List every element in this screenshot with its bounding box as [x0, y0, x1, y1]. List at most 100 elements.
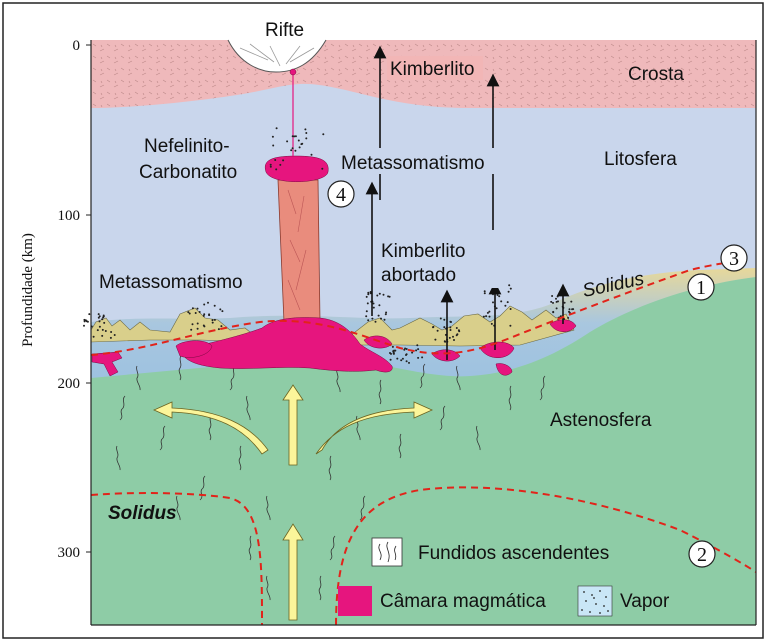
metasomatism-center-label: Metassomatismo [341, 153, 485, 174]
vapor-dot [402, 358, 404, 360]
vapor-dot [569, 308, 571, 310]
vapor-dot [510, 288, 512, 290]
vapor-dot [508, 291, 510, 293]
vapor-dot [102, 329, 104, 331]
vapor-dot [567, 317, 569, 319]
crust-label: Crosta [628, 64, 684, 85]
vapor-dot [311, 154, 313, 156]
tick-100: 100 [58, 208, 81, 224]
svg-text:3: 3 [729, 248, 739, 270]
vapor-dot [292, 147, 294, 149]
vapor-dot [102, 316, 104, 318]
vapor-dot [570, 301, 572, 303]
vapor-dot [367, 302, 369, 304]
vapor-dot [484, 292, 486, 294]
vapor-dot [276, 127, 278, 129]
vapor-dot [301, 143, 303, 145]
vapor-dot [286, 140, 288, 142]
vapor-dot [103, 322, 105, 324]
vapor-dot [417, 348, 419, 350]
legend-chamber-swatch [338, 586, 372, 616]
vapor-dot [101, 318, 103, 320]
vapor-dot [385, 313, 387, 315]
vapor-dot [279, 164, 281, 166]
legend-vapor-swatch [578, 586, 612, 616]
vapor-dot [294, 150, 296, 152]
vapor-dot [416, 344, 418, 346]
vapor-dot [393, 352, 395, 354]
vapor-dot [400, 359, 402, 361]
svg-text:1: 1 [696, 277, 706, 299]
kimberlite-label: Kimberlito [390, 59, 474, 80]
vapor-dot [99, 326, 101, 328]
vapor-dot [110, 331, 112, 333]
vapor-dot [510, 308, 512, 310]
vapor-dot [103, 315, 105, 317]
vapor-dot [192, 323, 194, 325]
vapor-dot [390, 359, 392, 361]
vapor-dot [390, 353, 392, 355]
vapor-dot [282, 159, 284, 161]
vapor-dot [504, 305, 506, 307]
axis-label: Profundidade (km) [20, 233, 36, 347]
vapor-dot [450, 321, 452, 323]
vapor-dot [387, 295, 389, 297]
vapor-dot [500, 300, 502, 302]
aborted-label-1: Kimberlito [381, 241, 465, 262]
legend-melts-swatch [372, 538, 402, 566]
vapor-dot [371, 318, 373, 320]
vapor-dot [195, 312, 197, 314]
vapor-dot [392, 346, 394, 348]
rift-label: Rifte [265, 20, 304, 41]
vapor-dot [488, 311, 490, 313]
vapor-dot [190, 329, 192, 331]
vapor-dot [458, 329, 460, 331]
vapor-dot [305, 132, 307, 134]
vapor-dot [564, 302, 566, 304]
vapor-dot [197, 308, 199, 310]
vapor-dot [411, 352, 413, 354]
vapor-dot [551, 295, 553, 297]
vapor-dot [99, 315, 101, 317]
vapor-dot [274, 159, 276, 161]
vapor-dot [508, 284, 510, 286]
vapor-dot [485, 315, 487, 317]
marker-1: 1 [688, 274, 714, 300]
legend-vapor-label: Vapor [620, 591, 670, 612]
vapor-dot [557, 296, 559, 298]
vapor-dot [203, 325, 205, 327]
vapor-dot [453, 339, 455, 341]
vapor-dot [380, 318, 382, 320]
vapor-dot [366, 310, 368, 312]
vapor-dot [378, 315, 380, 317]
vapor-dot [305, 137, 307, 139]
vapor-dot [560, 293, 562, 295]
vapor-dot [509, 325, 511, 327]
vapor-dot [220, 325, 222, 327]
vapor-dot [218, 328, 220, 330]
svg-text:4: 4 [336, 184, 346, 206]
vapor-dot [383, 294, 385, 296]
vapor-dot [444, 341, 446, 343]
vapor-dot [492, 293, 494, 295]
vapor-dot [373, 307, 375, 309]
vapor-dot [212, 322, 214, 324]
vapor-dot [290, 149, 292, 151]
aborted-label-2: abortado [381, 265, 456, 286]
vapor-dot [408, 362, 410, 364]
vapor-dot [322, 133, 324, 135]
vapor-dot [375, 321, 377, 323]
vapor-dot [557, 300, 559, 302]
vapor-dot [83, 325, 85, 327]
vapor-dot [98, 313, 100, 315]
tick-200: 200 [58, 376, 81, 392]
vapor-dot [378, 304, 380, 306]
vapor-dot [85, 319, 87, 321]
vapor-dot [492, 301, 494, 303]
vapor-dot [219, 308, 221, 310]
vapor-dot [270, 166, 272, 168]
vapor-dot [443, 319, 445, 321]
nephelinite-label-1: Nefelinito- [144, 136, 230, 157]
vapor-dot [272, 145, 274, 147]
